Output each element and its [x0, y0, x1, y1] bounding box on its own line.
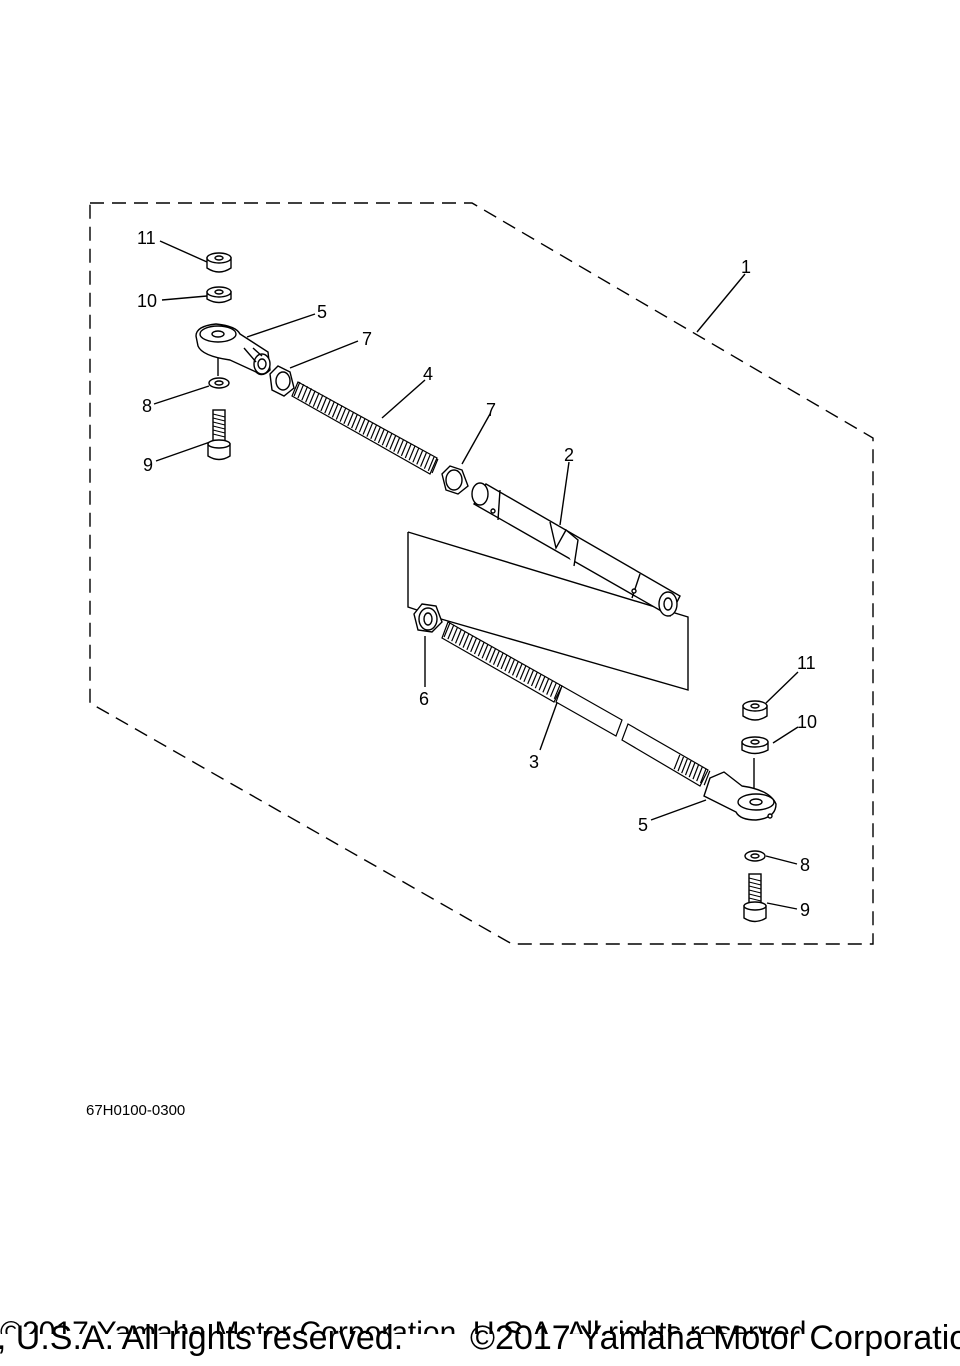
copyright-left: n, U.S.A. All rights reserved.: [0, 1319, 404, 1357]
callout-9-right: 9: [800, 900, 810, 920]
diagram-code: 67H0100-0300: [86, 1102, 186, 1119]
callout-11-left: 11: [137, 228, 156, 248]
callout-5-left: 5: [317, 302, 327, 322]
threaded-rod-4: [291, 381, 439, 475]
callout-8-left: 8: [142, 396, 152, 416]
rod-end-5-right: [703, 771, 777, 821]
callout-9-left: 9: [143, 455, 153, 475]
copyright-right: ©2017 Yamaha Motor Corporation: [470, 1319, 960, 1357]
washer-8-right: [744, 850, 766, 862]
assembly-boundary: [89, 202, 874, 945]
copyright-overlay: ©2017 Yamaha Motor Corporation, U.S.A. A…: [0, 1316, 815, 1334]
nut-7-left: [269, 365, 295, 397]
rod-end-5-left: [195, 323, 271, 376]
callout-3: 3: [529, 752, 539, 772]
cable-rod-3: [441, 621, 711, 787]
nut-7-middle: [441, 465, 469, 495]
bolt-9-right: [743, 873, 767, 923]
callout-10-left: 10: [137, 291, 157, 311]
nut-11-left: [206, 252, 232, 273]
nut-6: [413, 603, 443, 633]
bolt-9-left: [207, 409, 231, 461]
nut-11-right: [742, 700, 768, 721]
callout-4: 4: [423, 364, 433, 384]
callout-10-right: 10: [797, 712, 817, 732]
callout-7-middle: 7: [486, 400, 496, 420]
callout-1: 1: [741, 257, 751, 277]
tube-2: [471, 482, 681, 617]
callout-5-right: 5: [638, 815, 648, 835]
washer-10-right: [741, 736, 769, 755]
callout-8-right: 8: [800, 855, 810, 875]
washer-8-left: [208, 377, 230, 389]
washer-10-left: [206, 286, 232, 304]
callout-7-left: 7: [362, 329, 372, 349]
callout-labels: 1 2 3 4 5 5 6 7 7 8 8 9 9 10 10 11 11: [137, 228, 817, 920]
callout-11-right: 11: [797, 653, 816, 673]
callout-2: 2: [564, 445, 574, 465]
callout-6: 6: [419, 689, 429, 709]
